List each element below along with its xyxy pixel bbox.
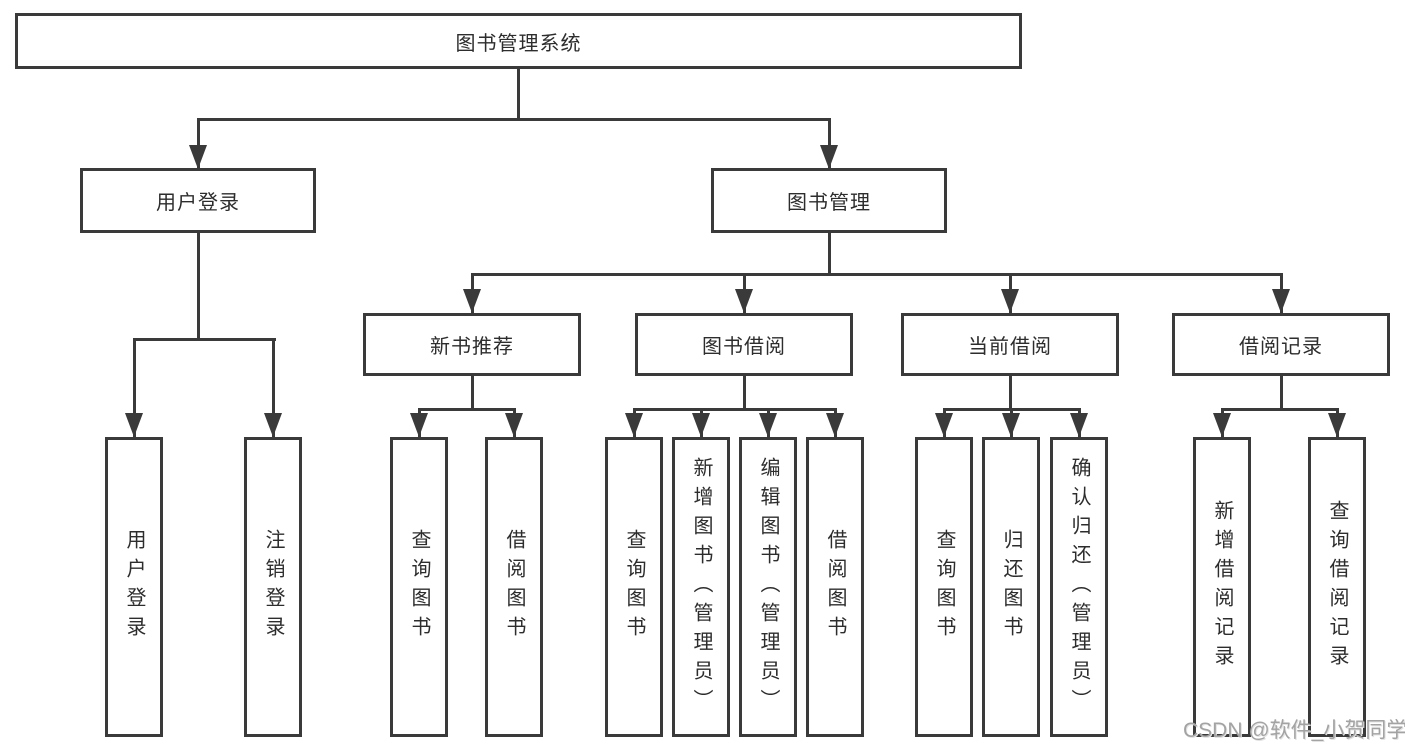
leaf-confirm-return-admin-label: 确认归还（管理员） [1068,456,1090,718]
node-borrow-records-label: 借阅记录 [1239,336,1323,358]
leaf-return-book: 归还图书 [982,437,1040,737]
node-root-library-system: 图书管理系统 [15,13,1022,69]
leaf-logout: 注销登录 [244,437,302,737]
leaf-user-login-label: 用户登录 [123,529,145,645]
arrowhead-down-icon [826,413,844,437]
connector-line [632,408,837,411]
arrowhead-down-icon [1001,289,1019,313]
leaf-edit-book-admin: 编辑图书（管理员） [739,437,797,737]
leaf-return-book-label: 归还图书 [1000,529,1022,645]
arrowhead-down-icon [820,145,838,169]
arrowhead-down-icon [1328,413,1346,437]
leaf-edit-book-admin-label: 编辑图书（管理员） [757,456,779,718]
arrowhead-down-icon [189,145,207,169]
arrowhead-down-icon [1002,413,1020,437]
arrowhead-down-icon [125,413,143,437]
leaf-query-books-current: 查询图书 [915,437,973,737]
connector-line [196,118,200,168]
connector-line [196,118,831,121]
arrowhead-down-icon [735,289,753,313]
leaf-logout-label: 注销登录 [262,529,284,645]
leaf-borrow-books-borrow: 借阅图书 [806,437,864,737]
leaf-confirm-return-admin: 确认归还（管理员） [1050,437,1108,737]
arrowhead-down-icon [1272,289,1290,313]
node-book-borrow: 图书借阅 [635,313,853,376]
connector-line [132,338,136,437]
arrowhead-down-icon [505,413,523,437]
connector-line [1008,376,1012,408]
node-book-management-label: 图书管理 [787,192,871,214]
arrowhead-down-icon [1070,413,1088,437]
node-borrow-records: 借阅记录 [1172,313,1390,376]
leaf-query-books-borrow: 查询图书 [605,437,663,737]
node-root-label: 图书管理系统 [455,32,582,55]
leaf-add-book-admin: 新增图书（管理员） [672,437,730,737]
connector-line [132,338,276,341]
leaf-user-login: 用户登录 [105,437,163,737]
leaf-query-borrow-record: 查询借阅记录 [1308,437,1366,737]
arrowhead-down-icon [759,413,777,437]
arrowhead-down-icon [410,413,428,437]
node-new-book-recommend-label: 新书推荐 [430,336,514,358]
leaf-query-books-recommend-label: 查询图书 [408,529,430,645]
connector-line [827,233,831,273]
connector-line [742,376,746,408]
leaf-borrow-books-borrow-label: 借阅图书 [824,529,846,645]
leaf-borrow-books-recommend: 借阅图书 [485,437,543,737]
leaf-add-borrow-record: 新增借阅记录 [1193,437,1251,737]
leaf-query-books-borrow-label: 查询图书 [623,529,645,645]
arrowhead-down-icon [264,413,282,437]
connector-line [271,338,275,437]
leaf-add-borrow-record-label: 新增借阅记录 [1211,500,1233,674]
connector-line [1220,408,1339,411]
csdn-watermark: CSDN @软件_小贺同学 [1183,719,1405,742]
leaf-query-books-recommend: 查询图书 [390,437,448,737]
arrowhead-down-icon [463,289,481,313]
connector-line [196,233,200,338]
leaf-query-books-current-label: 查询图书 [933,529,955,645]
connector-line [470,273,1283,276]
node-book-borrow-label: 图书借阅 [702,336,786,358]
connector-line [827,118,831,168]
connector-line [470,376,474,408]
connector-line [516,68,520,118]
arrowhead-down-icon [935,413,953,437]
leaf-borrow-books-recommend-label: 借阅图书 [503,529,525,645]
connector-line [1279,376,1283,408]
node-current-borrow: 当前借阅 [901,313,1119,376]
node-user-login-label: 用户登录 [156,192,240,214]
leaf-add-book-admin-label: 新增图书（管理员） [690,456,712,718]
leaf-query-borrow-record-label: 查询借阅记录 [1326,500,1348,674]
node-current-borrow-label: 当前借阅 [968,336,1052,358]
connector-line [417,408,516,411]
node-new-book-recommend: 新书推荐 [363,313,581,376]
node-user-login: 用户登录 [80,168,316,233]
arrowhead-down-icon [692,413,710,437]
node-book-management: 图书管理 [711,168,947,233]
arrowhead-down-icon [625,413,643,437]
arrowhead-down-icon [1213,413,1231,437]
